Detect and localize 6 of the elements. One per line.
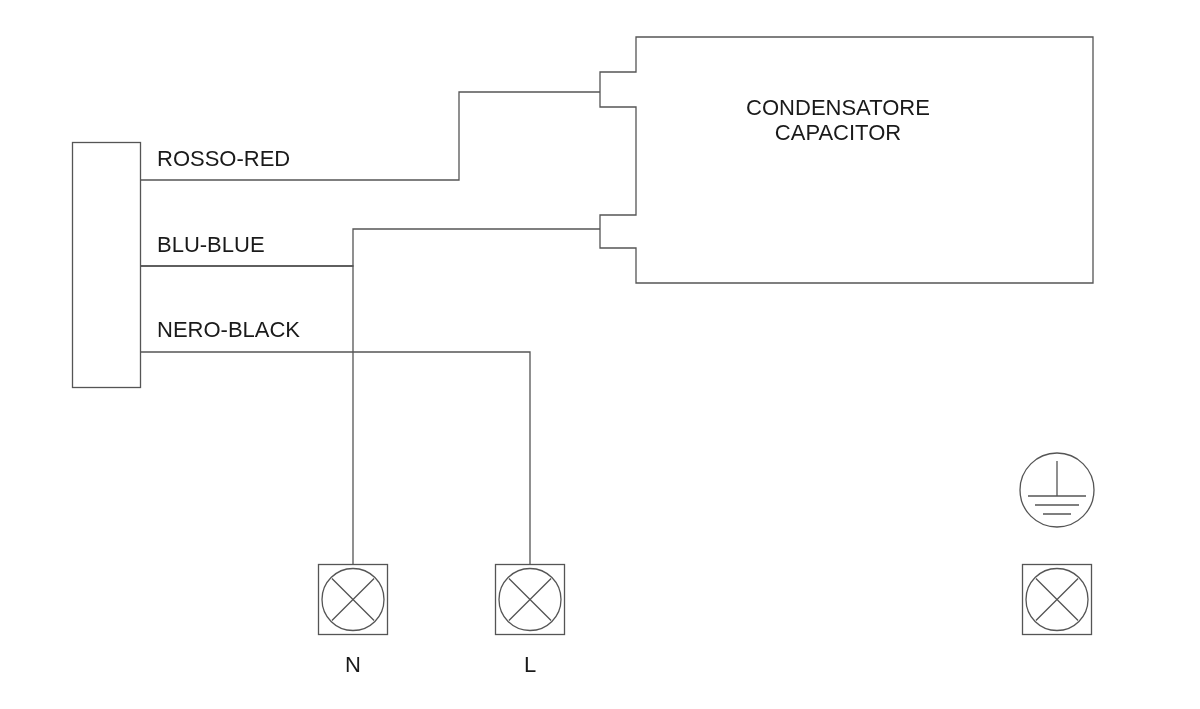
- terminal-label: L: [522, 652, 538, 677]
- wire: [140, 91, 601, 181]
- wire: [140, 265, 354, 565]
- component-label: CONDENSATORE CAPACITOR: [745, 95, 931, 145]
- wire: [140, 351, 531, 565]
- terminal-label: N: [344, 652, 362, 677]
